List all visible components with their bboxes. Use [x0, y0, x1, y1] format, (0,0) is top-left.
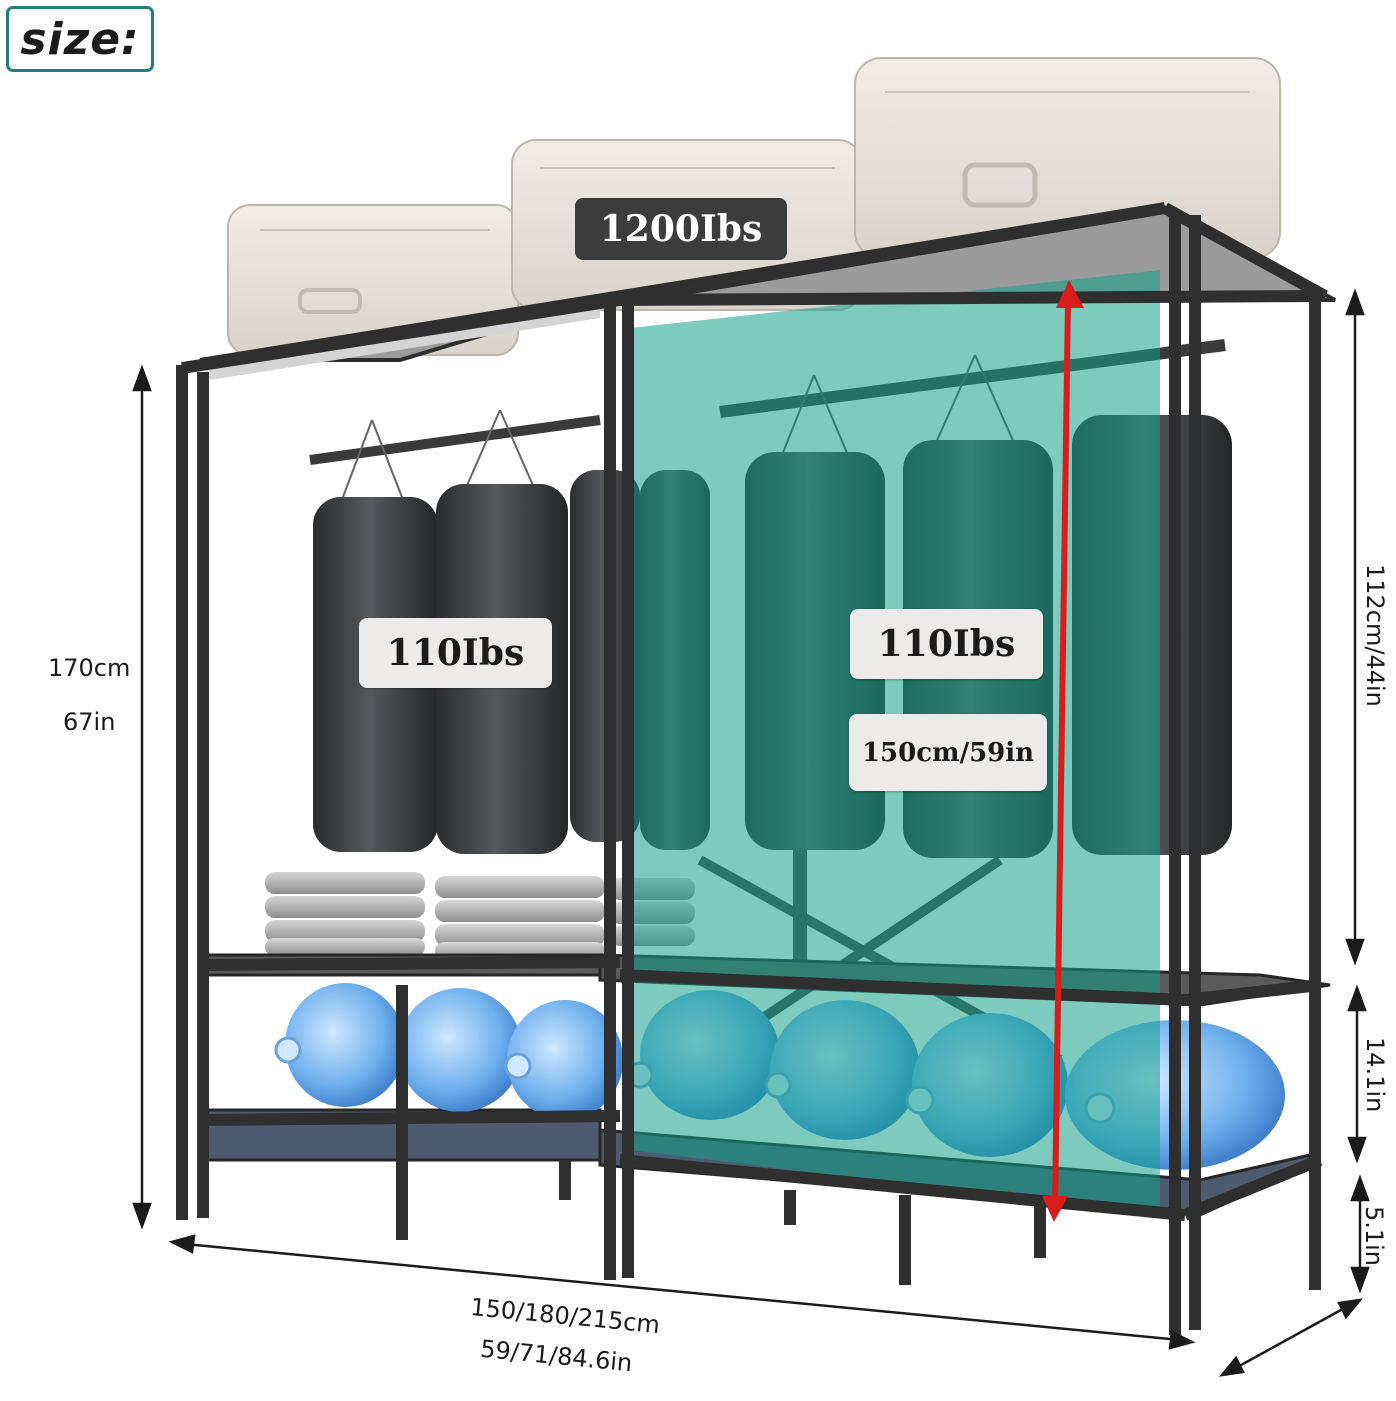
water-bottles-left — [274, 983, 623, 1120]
dimension-lines — [132, 288, 1370, 1377]
hanging-rod-left — [309, 415, 601, 465]
weight-plates-left — [265, 872, 605, 960]
bottom-gap-label: 5.1in — [1360, 1205, 1388, 1267]
inner-height-arrow — [1042, 280, 1084, 1222]
inner-height-label: 150cm/59in — [849, 714, 1047, 791]
depth-upper-label: 112cm/44in — [1361, 564, 1389, 707]
shelf-gap-label: 14.1in — [1361, 1037, 1389, 1113]
shelf-frame — [176, 202, 1328, 1335]
right-rod-capacity-label: 110Ibs — [850, 609, 1043, 679]
left-rod-capacity-label: 110Ibs — [359, 618, 552, 688]
size-tag: size: — [6, 6, 154, 72]
total-height-in: 67in — [63, 708, 116, 736]
total-height-cm: 170cm — [48, 654, 131, 682]
top-shelf-capacity-label: 1200Ibs — [575, 198, 787, 260]
